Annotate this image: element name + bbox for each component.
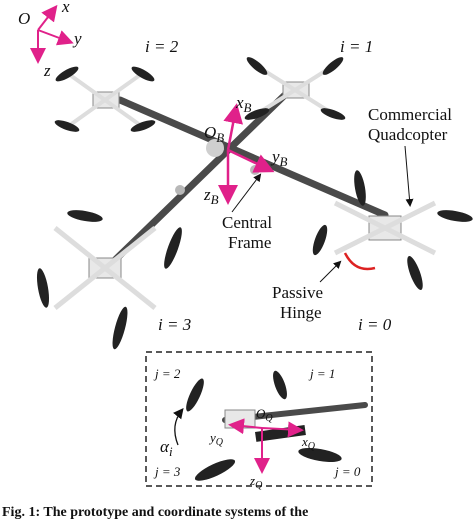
- svg-text:zQ: zQ: [249, 473, 263, 491]
- inset-xq-label: x: [301, 434, 308, 449]
- world-x-label: x: [61, 0, 70, 16]
- inset-label-j1: j = 1: [308, 366, 335, 381]
- inset-oq-label: O: [256, 406, 266, 421]
- central-hub: [206, 139, 224, 157]
- commercial-label-line1: Commercial: [368, 105, 452, 124]
- body-z-label: z: [203, 185, 211, 204]
- svg-text:yQ: yQ: [208, 430, 224, 448]
- body-origin-label: O: [204, 123, 216, 142]
- quadcopter-i0: [312, 170, 473, 291]
- body-x-sub: B: [244, 100, 252, 115]
- passive-label-line1: Passive: [272, 283, 323, 302]
- world-z-label: z: [43, 61, 51, 80]
- body-z-sub: B: [211, 192, 219, 207]
- svg-text:xB: xB: [235, 93, 252, 115]
- commercial-label-line2: Quadcopter: [368, 125, 448, 144]
- inset-label-j3: j = 3: [153, 464, 181, 479]
- world-origin-label: O: [18, 9, 30, 28]
- inset-label-j0: j = 0: [333, 464, 361, 479]
- passive-label-line2: Hinge: [280, 303, 322, 322]
- svg-text:yB: yB: [270, 147, 288, 169]
- central-pointer: [231, 173, 262, 213]
- quadcopter-i1: [244, 57, 346, 120]
- central-label-line1: Central: [222, 213, 272, 232]
- central-label-line2: Frame: [228, 233, 271, 252]
- world-y-label: y: [72, 29, 82, 48]
- inset-yq-sub: Q: [216, 437, 224, 448]
- body-frame: OB xB yB zB: [203, 93, 288, 207]
- inset-xq-sub: Q: [308, 441, 316, 452]
- agent-label-i2: i = 2: [145, 37, 179, 56]
- body-origin-sub: B: [216, 130, 224, 145]
- svg-text:OB: OB: [204, 123, 224, 145]
- inset-yq-label: y: [208, 430, 216, 445]
- quadcopter-i3: [36, 210, 182, 350]
- agent-label-i0: i = 0: [358, 315, 392, 334]
- inset-zq-label: z: [249, 473, 255, 488]
- passive-pointer: [319, 260, 342, 283]
- inset-zq-sub: Q: [255, 480, 263, 491]
- figure-caption: Fig. 1: The prototype and coordinate sys…: [2, 505, 309, 520]
- body-y-sub: B: [280, 154, 288, 169]
- quadcopter-i2: [54, 66, 156, 132]
- inset-label-j2: j = 2: [153, 366, 181, 381]
- agent-label-i1: i = 1: [340, 37, 373, 56]
- inset-oq-sub: Q: [265, 413, 273, 424]
- svg-text:OQ: OQ: [256, 406, 273, 424]
- svg-text:xQ: xQ: [301, 434, 316, 452]
- body-y-label: y: [270, 147, 280, 166]
- svg-text:zB: zB: [203, 185, 219, 207]
- body-x-label: x: [235, 93, 244, 112]
- inset-alpha-label: α: [160, 437, 170, 456]
- agent-label-i3: i = 3: [158, 315, 191, 334]
- world-frame: O x y z: [18, 0, 82, 80]
- inset-alpha-sub: i: [169, 444, 173, 459]
- svg-text:αi: αi: [160, 437, 173, 459]
- commercial-pointer: [404, 145, 414, 207]
- inset-detail: j = 2 j = 1 j = 3 j = 0 αi OQ yQ xQ zQ: [145, 351, 373, 491]
